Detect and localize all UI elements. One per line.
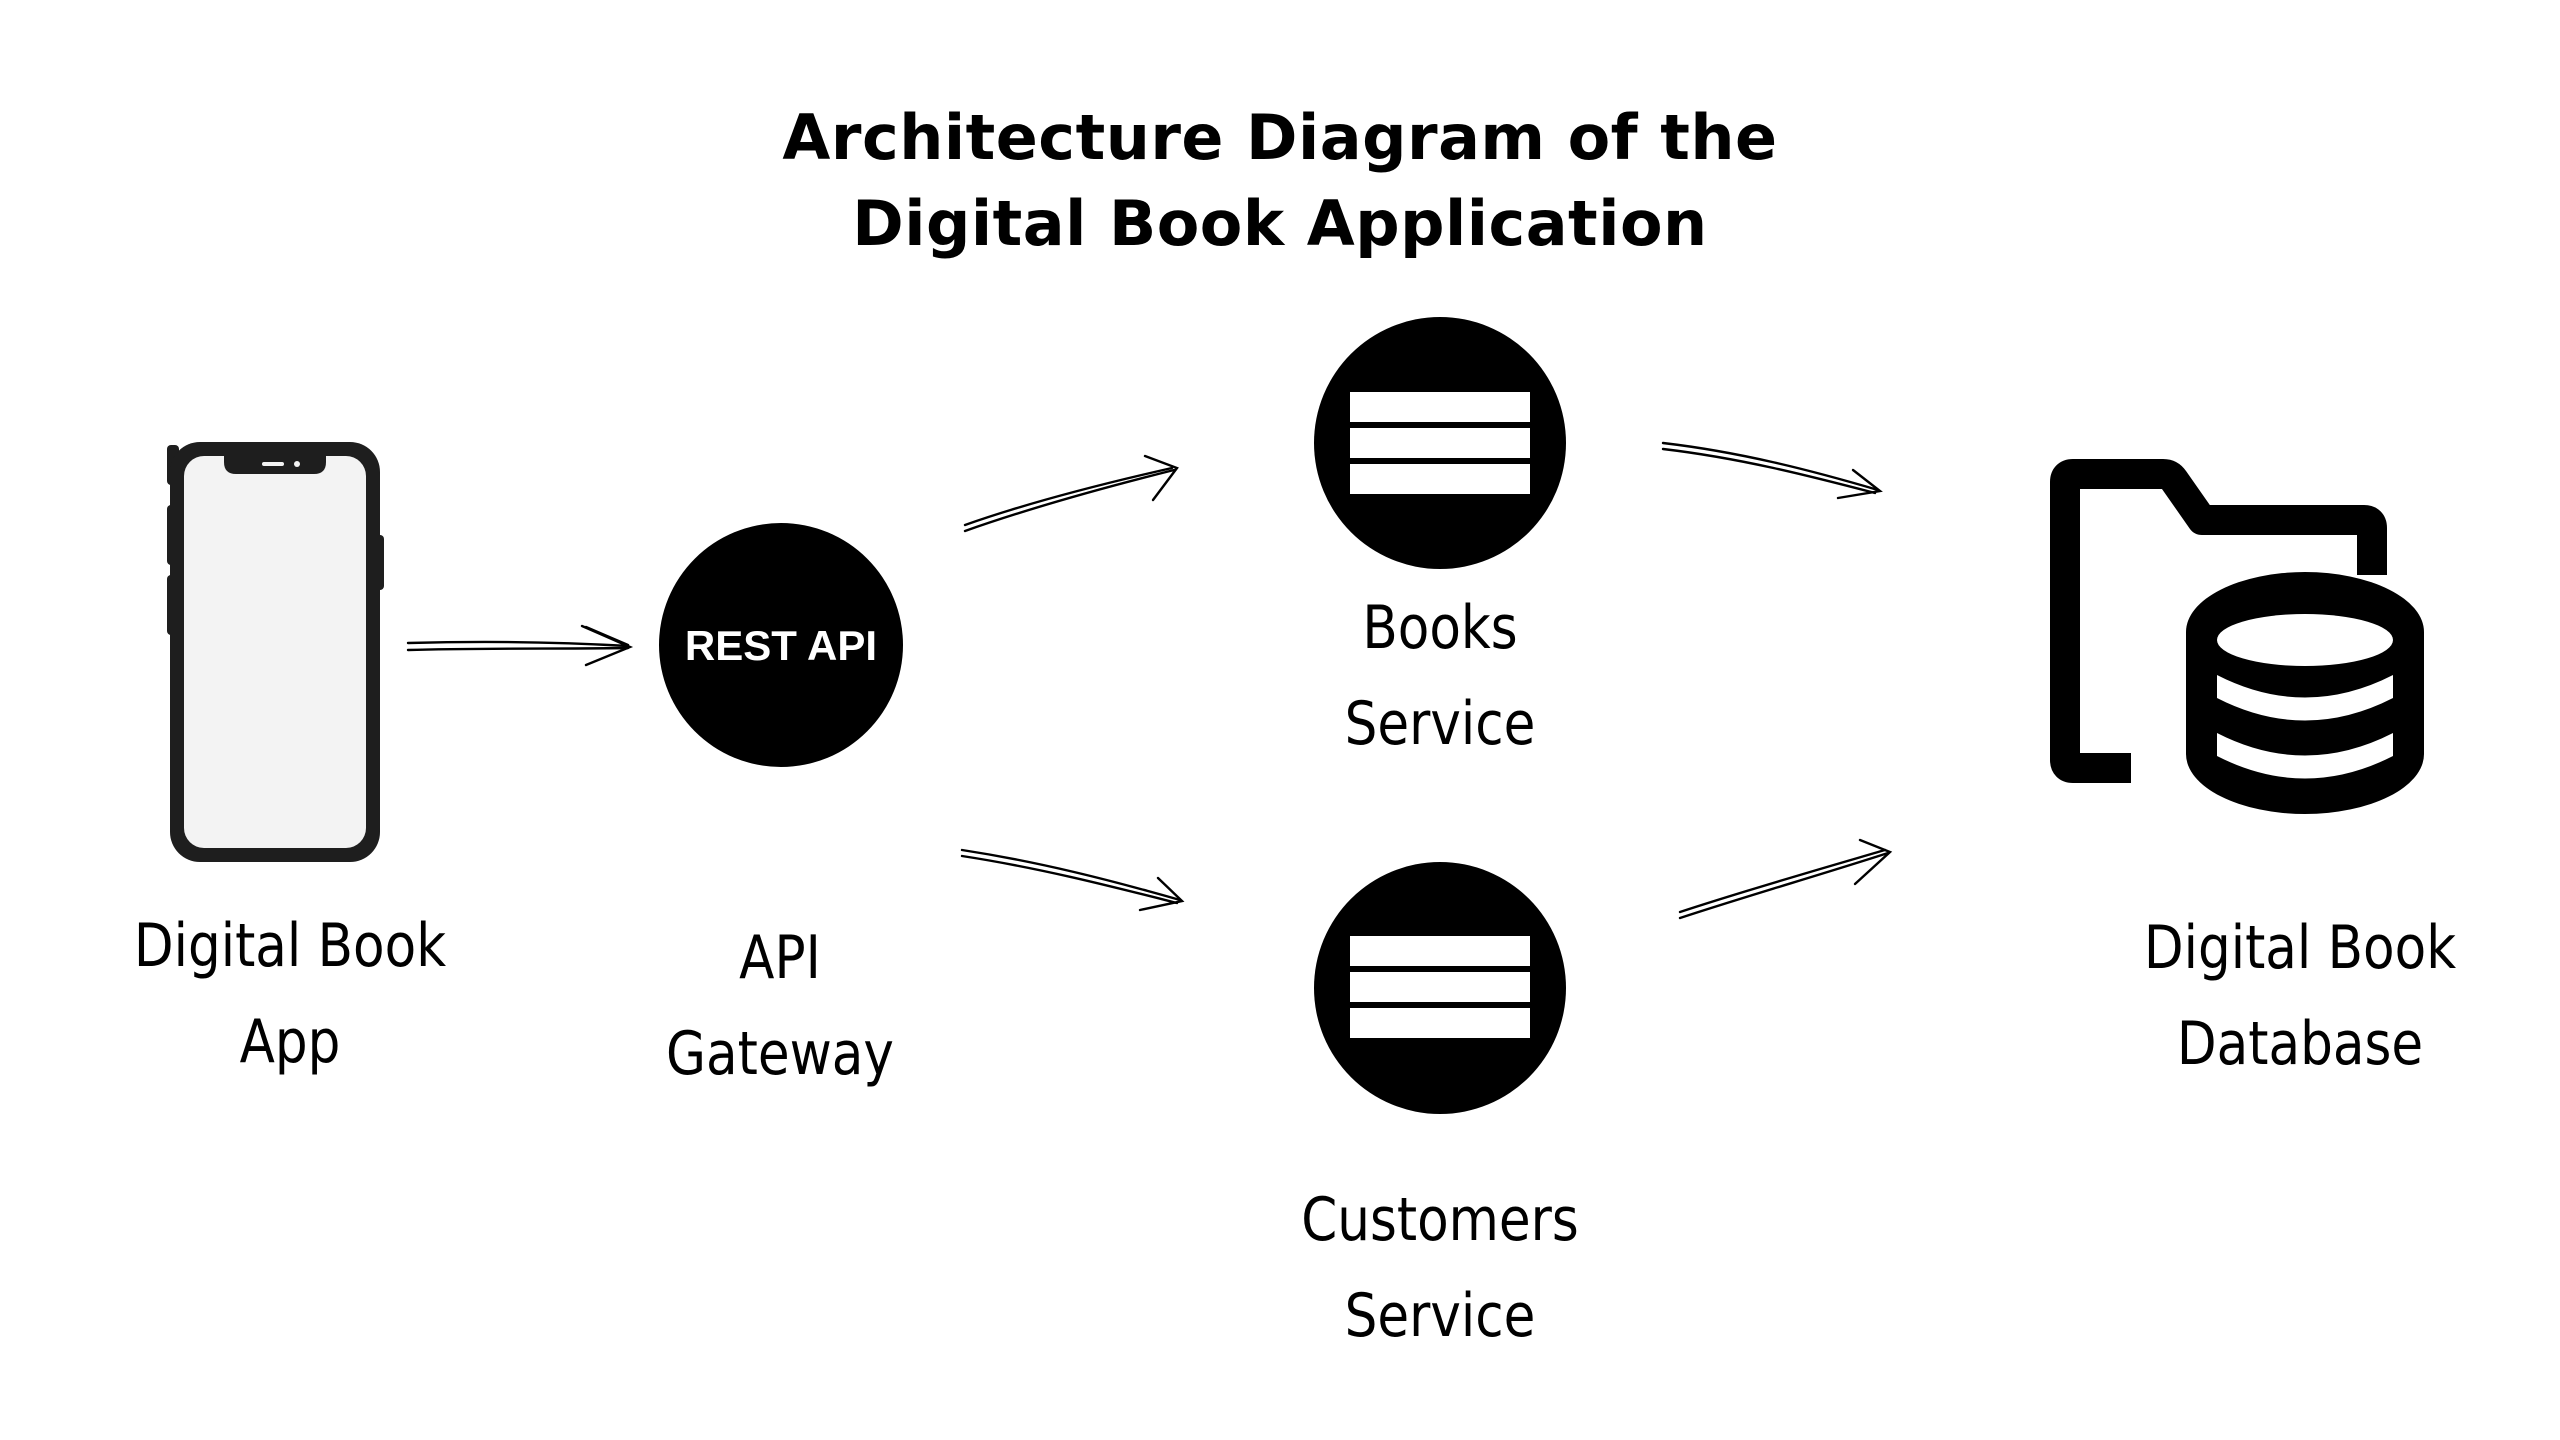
smartphone-icon xyxy=(167,442,384,862)
customers-label-line-2: Service xyxy=(1344,1281,1536,1351)
app-label-line-1: Digital Book xyxy=(133,911,447,981)
arrow-gateway-to-customers xyxy=(960,848,1185,912)
database-label-line-1: Digital Book xyxy=(2143,913,2457,983)
books-service-label: Books Service xyxy=(1285,580,1595,772)
customers-label-line-1: Customers xyxy=(1301,1185,1579,1255)
database-label: Digital Book Database xyxy=(2137,900,2464,1092)
rest-api-badge: REST API xyxy=(685,622,877,669)
title-line-1: Architecture Diagram of the xyxy=(782,101,1778,174)
arrow-books-to-database xyxy=(1661,441,1883,500)
arrow-app-to-gateway xyxy=(406,624,634,667)
arrow-gateway-to-books xyxy=(963,454,1179,533)
folder-database-icon xyxy=(2050,459,2424,814)
gateway-label-line-2: Gateway xyxy=(666,1019,894,1089)
app-label-line-2: App xyxy=(239,1007,341,1077)
app-label: Digital Book App xyxy=(127,898,454,1090)
rest-api-circle-icon: REST API xyxy=(659,523,903,767)
customers-service-label: Customers Service xyxy=(1268,1172,1612,1364)
customers-server-stack-icon xyxy=(1314,862,1566,1114)
diagram-title: Architecture Diagram of the Digital Book… xyxy=(480,95,2080,267)
gateway-label: API Gateway xyxy=(634,910,926,1102)
database-label-line-2: Database xyxy=(2176,1009,2424,1079)
gateway-label-line-1: API xyxy=(739,923,821,993)
books-server-stack-icon xyxy=(1314,317,1566,569)
books-label-line-2: Service xyxy=(1344,689,1536,759)
title-line-2: Digital Book Application xyxy=(852,187,1708,260)
arrow-customers-to-database xyxy=(1678,838,1893,920)
books-label-line-1: Books xyxy=(1362,593,1518,663)
